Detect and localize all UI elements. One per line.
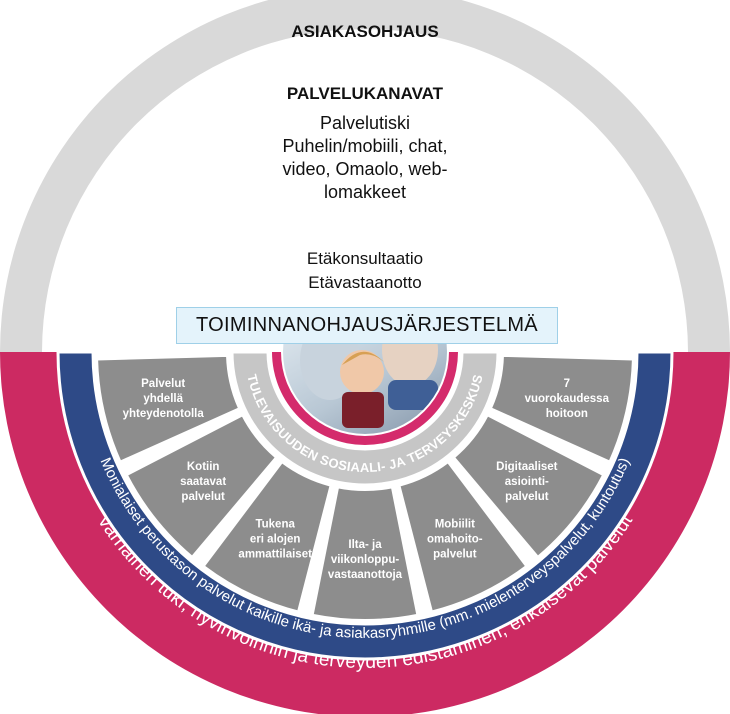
remote-line: Etävastaanotto: [308, 273, 422, 292]
service-segment: [311, 486, 419, 621]
service-segment-line: omahoito-: [427, 534, 483, 546]
service-segment-line: yhteydenotolla: [123, 408, 205, 420]
channels-list: Palvelutiski Puhelin/mobiili, chat, vide…: [190, 112, 540, 204]
service-segment-line: Kotiin: [187, 461, 220, 473]
service-segment-label: 7 vuorokaudessa hoitoon: [525, 378, 610, 420]
service-segment-label: Palvelut yhdellä yhteydenotolla: [123, 378, 205, 420]
service-segment-line: palvelut: [505, 491, 549, 503]
service-segment-label: Mobiilit omahoito-palvelut: [427, 519, 483, 561]
hub-ring: [230, 350, 500, 487]
service-segment-line: palvelut: [433, 549, 477, 561]
service-segment: [489, 354, 634, 463]
channel-line: lomakkeet: [323, 182, 407, 202]
service-segment: [398, 461, 528, 613]
service-segment-line: yhdellä: [143, 393, 183, 405]
basic-services-ring: [56, 350, 674, 661]
service-segment-line: Mobiilit: [435, 519, 475, 531]
service-segment-line: Ilta- ja: [348, 539, 382, 551]
service-segment-line: ammattilaiset: [238, 549, 312, 561]
service-segment-line: vastaanottoja: [328, 569, 403, 581]
service-segment: [202, 461, 332, 613]
service-segment: [453, 414, 605, 558]
service-segment-label: Kotiin saatavat palvelut: [180, 461, 226, 503]
service-segment-line: saatavat: [180, 476, 226, 488]
service-segment-line: Tukena: [255, 519, 295, 531]
channel-line: video, Omaolo, web-: [282, 159, 448, 179]
service-segment-label: Tukena eri alojen ammattilaiset: [238, 519, 312, 561]
early-support-ring: [0, 352, 730, 714]
service-segment-line: Palvelut: [141, 378, 185, 390]
channels-title: PALVELUKANAVAT: [286, 84, 444, 103]
remote-line: Etäkonsultaatio: [306, 249, 424, 268]
service-segment-label: Digitaaliset asiointi-palvelut: [496, 461, 558, 503]
channel-line: Palvelutiski: [319, 113, 411, 133]
service-segment: [96, 354, 241, 463]
outer-ring-label: ASIAKASOHJAUS: [291, 22, 439, 41]
service-segment-line: 7: [564, 378, 570, 390]
service-segment-line: viikonloppu-: [331, 554, 400, 566]
service-segment-line: Digitaaliset: [496, 461, 558, 473]
system-label-box: TOIMINNANOHJAUSJÄRJESTELMÄ: [176, 307, 558, 344]
service-segment-line: palvelut: [181, 491, 225, 503]
service-segment-label: Ilta- ja viikonloppu-vastaanottoja: [328, 539, 403, 581]
service-segment-line: vuorokaudessa: [525, 393, 610, 405]
service-segment: [125, 414, 277, 558]
service-segment-line: eri alojen: [250, 534, 301, 546]
service-segment-line: asiointi-: [505, 476, 549, 488]
remote-services: Etäkonsultaatio Etävastaanotto: [190, 247, 540, 295]
service-segment-line: hoitoon: [546, 408, 588, 420]
channel-line: Puhelin/mobiili, chat,: [282, 136, 448, 156]
